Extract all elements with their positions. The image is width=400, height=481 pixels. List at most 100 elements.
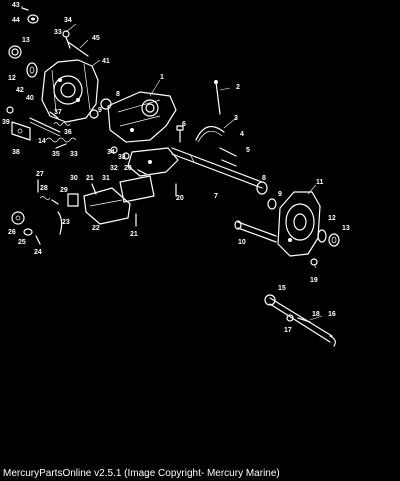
fastener-part-34-top [62,30,71,49]
callout-26: 26 [8,229,16,236]
callout-37: 37 [54,109,62,116]
callout-5: 5 [246,147,250,154]
clip-part-3 [195,125,225,143]
pin-part-4 [219,147,237,157]
callout-27: 27 [36,171,44,178]
callout-9: 9 [98,107,102,114]
callout-10: 10 [238,239,246,246]
callout-3: 3 [234,115,238,122]
washer-part-39 [6,106,14,114]
screw-part-43 [21,7,29,11]
callout-29: 29 [60,187,68,194]
callout-8-b: 8 [262,175,266,182]
pin-part-37 [49,111,59,119]
callout-7: 7 [214,193,218,200]
callout-42: 42 [16,87,24,94]
washer-part-9-upper [89,109,99,119]
callout-41: 41 [102,58,110,65]
washer-part-9-lower [267,198,277,210]
callout-21: 21 [86,175,94,182]
callout-43: 43 [12,2,20,9]
callout-1: 1 [160,74,164,81]
callout-40: 40 [26,95,34,102]
tiller-bracket-part-1 [107,91,177,143]
callout-38: 38 [12,149,20,156]
callout-35: 35 [52,151,60,158]
bracket-part-38 [11,121,31,141]
callout-20: 20 [124,165,132,172]
screw-part-17 [286,314,294,322]
callout-13-b: 13 [342,225,350,232]
callout-33-b: 33 [70,151,78,158]
callout-34-b: 34 [107,149,115,156]
callout-8: 8 [116,91,120,98]
bracket-assembly-part-41 [41,59,99,123]
callout-33: 33 [54,29,62,36]
fastener-part-34-mid [110,146,118,154]
rod-part-40 [29,117,61,137]
pin-part-2 [214,80,221,115]
leader-lines [21,6,323,321]
knob-part-26 [11,211,25,225]
callout-22: 22 [92,225,100,232]
lever-part-23 [57,211,63,235]
block-part-30 [67,193,79,207]
washer-part-8-lower [256,181,268,195]
callout-25: 25 [18,239,26,246]
bolt-part-35 [55,143,67,149]
bolt-part-6 [176,125,184,143]
callout-24: 24 [34,249,42,256]
bushing-part-15 [264,294,276,306]
screw-part-21-mid [91,183,97,195]
callout-12-b: 12 [328,215,336,222]
callout-4: 4 [240,131,244,138]
washer-part-25 [23,228,33,236]
callout-39: 39 [2,119,10,126]
callout-12: 12 [8,75,16,82]
exploded-parts-diagram: 43 44 34 33 13 45 41 12 42 1 2 40 8 9 39… [2,2,350,347]
plate-part-31 [119,175,155,203]
washer-part-44 [27,14,39,24]
callout-34: 34 [64,17,72,24]
spacer-part-12-right [317,229,327,243]
callout-21-b: 21 [130,231,138,238]
callout-28: 28 [40,185,48,192]
callout-44: 44 [12,17,20,24]
clip-part-18 [297,317,311,323]
callout-31: 31 [102,175,110,182]
callout-13: 13 [22,37,30,44]
callout-11: 11 [316,179,324,186]
callout-20-b: 20 [176,195,184,202]
callout-2: 2 [236,84,240,91]
callout-17: 17 [284,327,292,334]
screw-part-19 [310,258,318,266]
handle-part-16 [269,297,336,347]
callout-33-c: 33 [118,154,126,161]
screw-part-20-top [137,169,147,175]
bushing-part-13-left [8,45,22,59]
screw-part-29 [51,199,59,205]
spring-part-36 [53,122,71,126]
callout-18: 18 [312,311,320,318]
bushing-part-13-right [328,233,340,247]
shaft-part-7 [171,147,263,189]
callout-19: 19 [310,277,318,284]
spacer-part-12-left [26,62,38,78]
callout-14: 14 [38,138,46,145]
fastener-part-33-mid [122,152,130,160]
callout-15: 15 [278,285,286,292]
callout-32: 32 [110,165,118,172]
spring-part-14 [45,137,77,143]
pin-part-5 [221,159,237,167]
callout-23: 23 [62,219,70,226]
screw-part-24 [35,235,41,245]
callout-9-b: 9 [278,191,282,198]
callout-45: 45 [92,35,100,42]
part-callouts: 43 44 34 33 13 45 41 12 42 1 2 40 8 9 39… [2,2,350,334]
copyright-caption: MercuryPartsOnline v2.5.1 (Image Copyrig… [3,468,280,479]
callout-16: 16 [328,311,336,318]
callout-6: 6 [182,121,186,128]
washer-part-8-upper [100,98,112,110]
throttle-linkage-part-32 [127,147,179,177]
